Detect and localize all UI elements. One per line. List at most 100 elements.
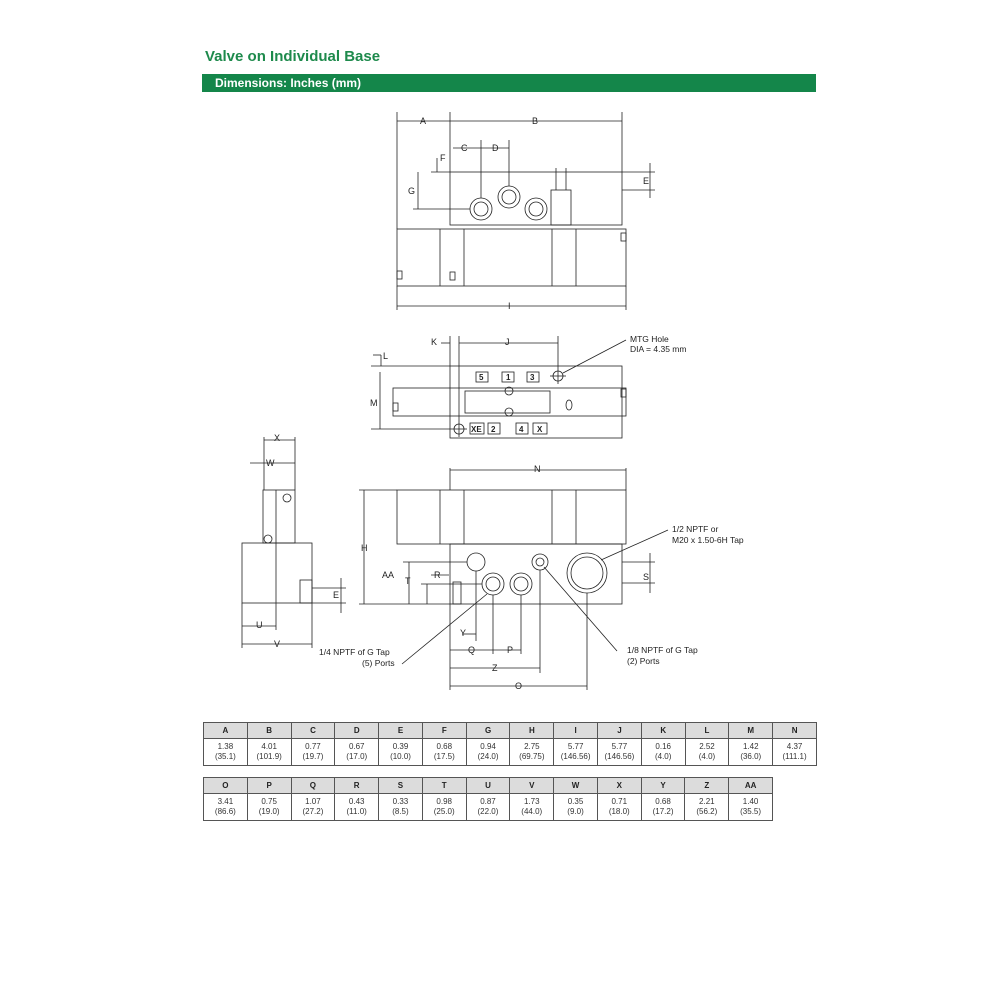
value-inch: 0.16	[655, 742, 671, 751]
value-inch: 5.77	[567, 742, 584, 751]
table-header-row: O P Q R S T U V W X Y Z AA	[203, 777, 773, 794]
note-mtg-hole: MTG Hole	[630, 334, 669, 344]
table-cell: 0.33(8.5)	[378, 793, 423, 821]
table-header-cell: Q	[290, 777, 336, 794]
dim-label-l: L	[383, 351, 388, 361]
dim-label-q: Q	[468, 645, 475, 655]
section-header: Dimensions: Inches (mm)	[202, 74, 816, 92]
table-header-cell: T	[421, 777, 467, 794]
value-mm: (24.0)	[477, 752, 499, 761]
value-mm: (111.1)	[782, 752, 807, 761]
table-header-cell: M	[728, 722, 774, 739]
note-quarter-tap-count: (5) Ports	[362, 658, 395, 668]
table-cell: 0.98(25.0)	[421, 793, 467, 821]
table-row: 3.41(86.6) 0.75(19.0) 1.07(27.2) 0.43(11…	[203, 793, 773, 821]
dim-label-p: P	[507, 645, 513, 655]
dim-label-s: S	[643, 572, 649, 582]
value-inch: 5.77	[611, 742, 628, 751]
table-cell: 2.75(69.75)	[509, 738, 555, 766]
table-header-cell: F	[421, 722, 467, 739]
port-mark-3: 3	[530, 373, 535, 382]
value-inch: 2.75	[524, 742, 540, 751]
value-mm: (69.75)	[519, 752, 545, 761]
table-header-cell: Z	[684, 777, 730, 794]
dim-label-h: H	[361, 543, 368, 553]
note-eighth-tap: 1/8 NPTF of G Tap	[627, 645, 698, 655]
table-cell: 0.68(17.5)	[421, 738, 467, 766]
page-title: Valve on Individual Base	[205, 48, 381, 65]
table-header-cell: P	[246, 777, 292, 794]
table-cell: 1.38(35.1)	[203, 738, 248, 766]
value-inch: 4.01	[261, 742, 277, 751]
table-header-cell: K	[640, 722, 686, 739]
dim-label-g: G	[408, 186, 415, 196]
table-header-cell: L	[684, 722, 730, 739]
dimension-labels: A B C D E F G I K J L M N X W H AA T R S…	[256, 116, 649, 691]
table-header-cell: I	[553, 722, 599, 739]
table-header-cell: N	[772, 722, 817, 739]
value-inch: 0.77	[305, 742, 321, 751]
value-mm: (56.2)	[696, 807, 718, 816]
value-inch: 0.75	[261, 797, 277, 806]
table-header-cell: D	[334, 722, 380, 739]
value-inch: 1.73	[523, 797, 540, 806]
value-inch: 3.41	[217, 797, 234, 806]
port-mark-1: 1	[506, 373, 511, 382]
value-inch: 1.42	[742, 742, 759, 751]
table-cell: 3.41(86.6)	[203, 793, 248, 821]
value-mm: (9.0)	[567, 807, 584, 816]
note-mtg-hole-dia: DIA = 4.35 mm	[630, 344, 686, 354]
table-header-cell: E	[378, 722, 423, 739]
value-inch: 1.40	[742, 797, 759, 806]
value-inch: 0.87	[480, 797, 496, 806]
table-header-cell: U	[465, 777, 511, 794]
dimensions-table-2: O P Q R S T U V W X Y Z AA 3.41(86.6) 0.…	[203, 777, 773, 821]
note-quarter-tap: 1/4 NPTF of G Tap	[319, 647, 390, 657]
value-mm: (17.5)	[433, 752, 455, 761]
value-mm: (35.1)	[214, 752, 236, 761]
value-mm: (8.5)	[392, 807, 409, 816]
value-inch: 0.68	[655, 797, 671, 806]
table-header-cell: B	[246, 722, 292, 739]
table-cell: 1.07(27.2)	[290, 793, 336, 821]
table-header-cell: R	[334, 777, 380, 794]
port-marks: XE 2 4 X 5 1 3	[471, 373, 543, 434]
value-inch: 1.07	[305, 797, 321, 806]
value-mm: (36.0)	[740, 752, 762, 761]
table-header-cell: H	[509, 722, 555, 739]
table-header-cell: S	[378, 777, 423, 794]
dim-label-x: X	[274, 433, 280, 443]
table-cell: 5.77(146.56)	[597, 738, 642, 766]
table-cell: 4.37(111.1)	[772, 738, 817, 766]
table-cell: 5.77(146.56)	[553, 738, 599, 766]
dim-label-m: M	[370, 398, 378, 408]
value-inch: 2.52	[699, 742, 715, 751]
value-inch: 0.94	[480, 742, 496, 751]
value-mm: (19.0)	[258, 807, 280, 816]
value-mm: (101.9)	[256, 752, 282, 761]
dim-label-o: O	[515, 681, 522, 691]
drawing-notes: MTG Hole DIA = 4.35 mm 1/2 NPTF or M20 x…	[319, 334, 744, 668]
dim-label-w: W	[266, 458, 275, 468]
table-header-cell: W	[553, 777, 598, 794]
value-mm: (4.0)	[654, 752, 672, 761]
dim-label-i: I	[508, 301, 511, 311]
value-mm: (19.7)	[302, 752, 324, 761]
table-cell: 2.52(4.0)	[684, 738, 730, 766]
port-mark-5: 5	[479, 373, 484, 382]
table-header-cell: V	[509, 777, 555, 794]
table-header-cell: A	[203, 722, 248, 739]
value-mm: (11.0)	[346, 807, 367, 816]
value-mm: (146.56)	[604, 752, 635, 761]
value-mm: (22.0)	[477, 807, 499, 816]
value-mm: (44.0)	[521, 807, 543, 816]
technical-drawing: A B C D E F G I K J L M N X W H AA T R S…	[241, 112, 744, 691]
value-mm: (4.0)	[698, 752, 716, 761]
dim-label-z: Z	[492, 663, 498, 673]
table-cell: 1.73(44.0)	[509, 793, 555, 821]
note-half-tap: 1/2 NPTF or	[672, 524, 718, 534]
dim-label-j: J	[505, 337, 510, 347]
value-inch: 2.21	[699, 797, 715, 806]
table-cell: 0.94(24.0)	[465, 738, 511, 766]
table-cell: 0.16(4.0)	[640, 738, 686, 766]
